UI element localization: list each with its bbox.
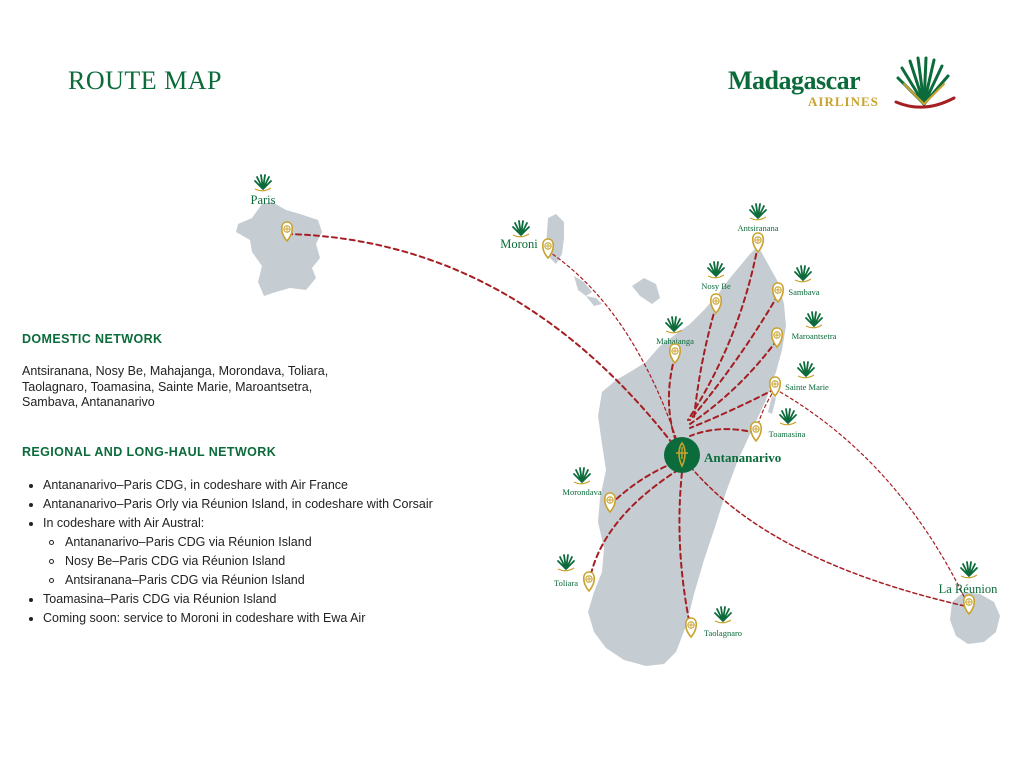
- route-sambava-antananarivo: [689, 294, 779, 421]
- palm-icon: [960, 561, 978, 579]
- destination-paris[interactable]: Paris: [251, 174, 294, 242]
- comoros-island: [574, 276, 592, 296]
- city-label: Sainte Marie: [785, 382, 829, 392]
- regional-network-heading: REGIONAL AND LONG-HAUL NETWORK: [22, 445, 277, 459]
- route-item: Coming soon: service to Moroni in codesh…: [22, 609, 442, 628]
- destination-moroni[interactable]: Moroni: [500, 220, 555, 259]
- destination-toliara[interactable]: Toliara: [554, 554, 596, 592]
- city-label: La Réunion: [939, 582, 998, 596]
- destination-sambava[interactable]: Sambava: [771, 265, 820, 303]
- destination-toamasina[interactable]: Toamasina: [749, 408, 806, 442]
- route-toliara-antananarivo: [588, 469, 679, 584]
- route-item: Toamasina–Paris CDG via Réunion Island: [22, 590, 442, 609]
- location-pin-icon: [684, 617, 698, 638]
- route-sainte-marie-antananarivo: [689, 388, 776, 429]
- air-austral-sub-list: Antananarivo–Paris CDG via Réunion Islan…: [43, 533, 442, 590]
- destination-sainte-marie[interactable]: Sainte Marie: [768, 361, 829, 397]
- city-label: Toamasina: [769, 429, 806, 439]
- destination-nosy-be[interactable]: Nosy Be: [701, 261, 731, 314]
- palm-icon: [794, 265, 812, 283]
- city-label: Taolagnaro: [704, 628, 742, 638]
- palm-icon: [779, 408, 797, 426]
- location-pin-icon: [582, 571, 596, 592]
- city-label: Moroni: [500, 237, 538, 251]
- route-item-label: In codeshare with Air Austral:: [43, 516, 205, 530]
- palm-icon: [573, 467, 591, 485]
- destination-la-reunion[interactable]: La Réunion: [939, 561, 998, 615]
- city-label: Paris: [251, 193, 276, 207]
- route-item-air-austral: In codeshare with Air Austral: Antananar…: [22, 514, 442, 590]
- domestic-line: Taolagnaro, Toamasina, Sainte Marie, Mar…: [22, 379, 313, 394]
- city-label: Mahajanga: [656, 336, 694, 346]
- destination-mahajanga[interactable]: Mahajanga: [656, 316, 694, 364]
- route-paris-antananarivo: [286, 233, 683, 457]
- route-antananarivo-reunion: [681, 455, 970, 608]
- hub-antananarivo[interactable]: Antananarivo: [664, 437, 781, 473]
- route-nosy-be-antananarivo: [693, 305, 717, 419]
- route-item: Antananarivo–Paris Orly via Réunion Isla…: [22, 495, 442, 514]
- location-pin-icon: [749, 421, 763, 442]
- destination-antsiranana[interactable]: Antsiranana: [737, 203, 779, 253]
- palm-icon: [749, 203, 767, 221]
- domestic-line: Antsiranana, Nosy Be, Mahajanga, Moronda…: [22, 364, 329, 378]
- route-item: Antananarivo–Paris CDG, in codeshare wit…: [22, 476, 442, 495]
- palm-icon: [797, 361, 815, 379]
- hub-label: Antananarivo: [704, 450, 781, 465]
- sainte-marie-island: [768, 396, 776, 414]
- route-lines: [286, 233, 970, 631]
- sub-route-item: Nosy Be–Paris CDG via Réunion Island: [43, 552, 442, 571]
- city-label: Sambava: [788, 287, 819, 297]
- sub-route-item: Antsiranana–Paris CDG via Réunion Island: [43, 571, 442, 590]
- destination-maroantsetra[interactable]: Maroantsetra: [770, 311, 837, 348]
- palm-icon: [665, 316, 683, 334]
- palm-icon: [707, 261, 725, 279]
- airplane-icon: [676, 441, 688, 468]
- mayotte-island: [632, 278, 660, 304]
- route-sainte-marie-reunion: [774, 388, 970, 608]
- city-label: Antsiranana: [737, 223, 778, 233]
- destination-taolagnaro[interactable]: Taolagnaro: [684, 606, 742, 638]
- reunion-landmass: [950, 592, 1000, 644]
- city-label: Maroantsetra: [792, 331, 837, 341]
- logo-subtitle: AIRLINES: [808, 94, 879, 109]
- comoros-island: [586, 296, 602, 306]
- route-maroantsetra-antananarivo: [689, 339, 778, 425]
- city-label: Toliara: [554, 578, 578, 588]
- domestic-destinations-text: Antsiranana, Nosy Be, Mahajanga, Moronda…: [22, 364, 382, 411]
- palm-icon: [805, 311, 823, 329]
- palm-icon: [512, 220, 530, 238]
- logo-wordmark: Madagascar: [728, 66, 861, 95]
- domestic-network-heading: DOMESTIC NETWORK: [22, 332, 163, 346]
- palm-icon: [714, 606, 732, 624]
- airline-logo: Madagascar AIRLINES: [728, 56, 968, 116]
- city-label: Morondava: [562, 487, 601, 497]
- location-pin-icon: [768, 376, 782, 397]
- location-pin-icon: [751, 232, 765, 253]
- domestic-line: Sambava, Antananarivo: [22, 395, 155, 409]
- palm-icon: [254, 174, 272, 192]
- sub-route-item: Antananarivo–Paris CDG via Réunion Islan…: [43, 533, 442, 552]
- route-antsiranana-antananarivo: [687, 244, 759, 421]
- destination-morondava[interactable]: Morondava: [562, 467, 617, 513]
- palm-icon: [557, 554, 575, 572]
- route-taolagnaro-antananarivo: [678, 471, 692, 631]
- france-landmass: [236, 202, 322, 296]
- regional-route-list: Antananarivo–Paris CDG, in codeshare wit…: [22, 476, 442, 628]
- palm-logo-icon: [894, 56, 956, 109]
- page-title: ROUTE MAP: [68, 66, 223, 95]
- city-label: Nosy Be: [701, 281, 731, 291]
